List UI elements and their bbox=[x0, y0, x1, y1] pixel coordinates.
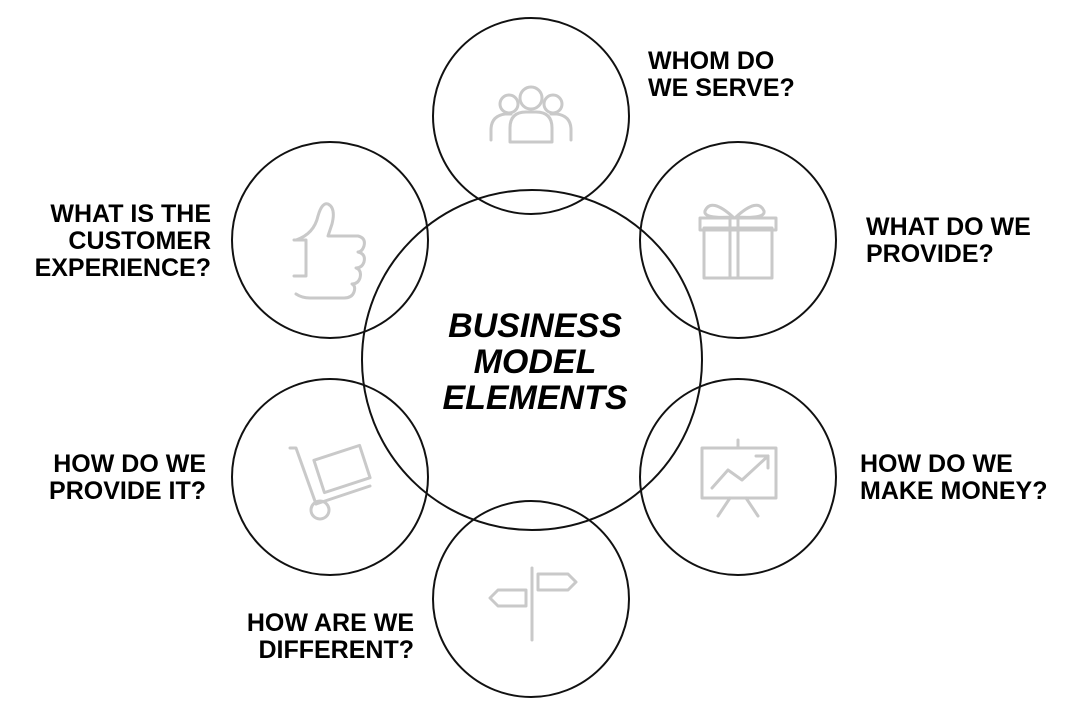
signpost-icon bbox=[488, 566, 578, 642]
serve-circle bbox=[432, 17, 630, 215]
different-label: HOW ARE WE DIFFERENT? bbox=[247, 610, 414, 664]
gift-icon bbox=[698, 203, 778, 280]
provide-it-circle bbox=[231, 378, 429, 576]
center-circle bbox=[361, 189, 703, 531]
label-line: DIFFERENT? bbox=[258, 636, 414, 664]
money-circle bbox=[639, 378, 837, 576]
label-line: PROVIDE? bbox=[866, 240, 994, 268]
label-line: WHOM DO bbox=[648, 47, 775, 75]
center-title-line: MODEL bbox=[473, 343, 597, 381]
label-line: PROVIDE IT? bbox=[49, 477, 206, 505]
money-label: HOW DO WE MAKE MONEY? bbox=[860, 451, 1048, 505]
provide-circle bbox=[639, 141, 837, 339]
provide-label: WHAT DO WE PROVIDE? bbox=[866, 214, 1031, 268]
label-line: EXPERIENCE? bbox=[34, 254, 211, 282]
label-line: WE SERVE? bbox=[648, 74, 795, 102]
label-line: WHAT IS THE bbox=[50, 200, 211, 228]
presentation-chart-icon bbox=[700, 438, 778, 518]
different-circle bbox=[432, 500, 630, 698]
thumbs-up-icon bbox=[292, 202, 366, 300]
experience-label: WHAT IS THE CUSTOMER EXPERIENCE? bbox=[35, 201, 211, 282]
provide-it-label: HOW DO WE PROVIDE IT? bbox=[49, 451, 206, 505]
center-title-line: ELEMENTS bbox=[442, 379, 628, 417]
experience-circle bbox=[231, 141, 429, 339]
serve-label: WHOM DO WE SERVE? bbox=[648, 48, 795, 102]
label-line: WHAT DO WE bbox=[866, 213, 1031, 241]
label-line: HOW DO WE bbox=[53, 450, 206, 478]
hand-truck-icon bbox=[288, 443, 372, 521]
label-line: HOW ARE WE bbox=[246, 609, 414, 637]
people-icon bbox=[489, 85, 573, 144]
label-line: HOW DO WE bbox=[860, 450, 1013, 478]
center-title: BUSINESS MODEL ELEMENTS bbox=[380, 308, 690, 416]
label-line: CUSTOMER bbox=[68, 227, 211, 255]
center-title-line: BUSINESS bbox=[448, 307, 622, 345]
label-line: MAKE MONEY? bbox=[860, 477, 1048, 505]
